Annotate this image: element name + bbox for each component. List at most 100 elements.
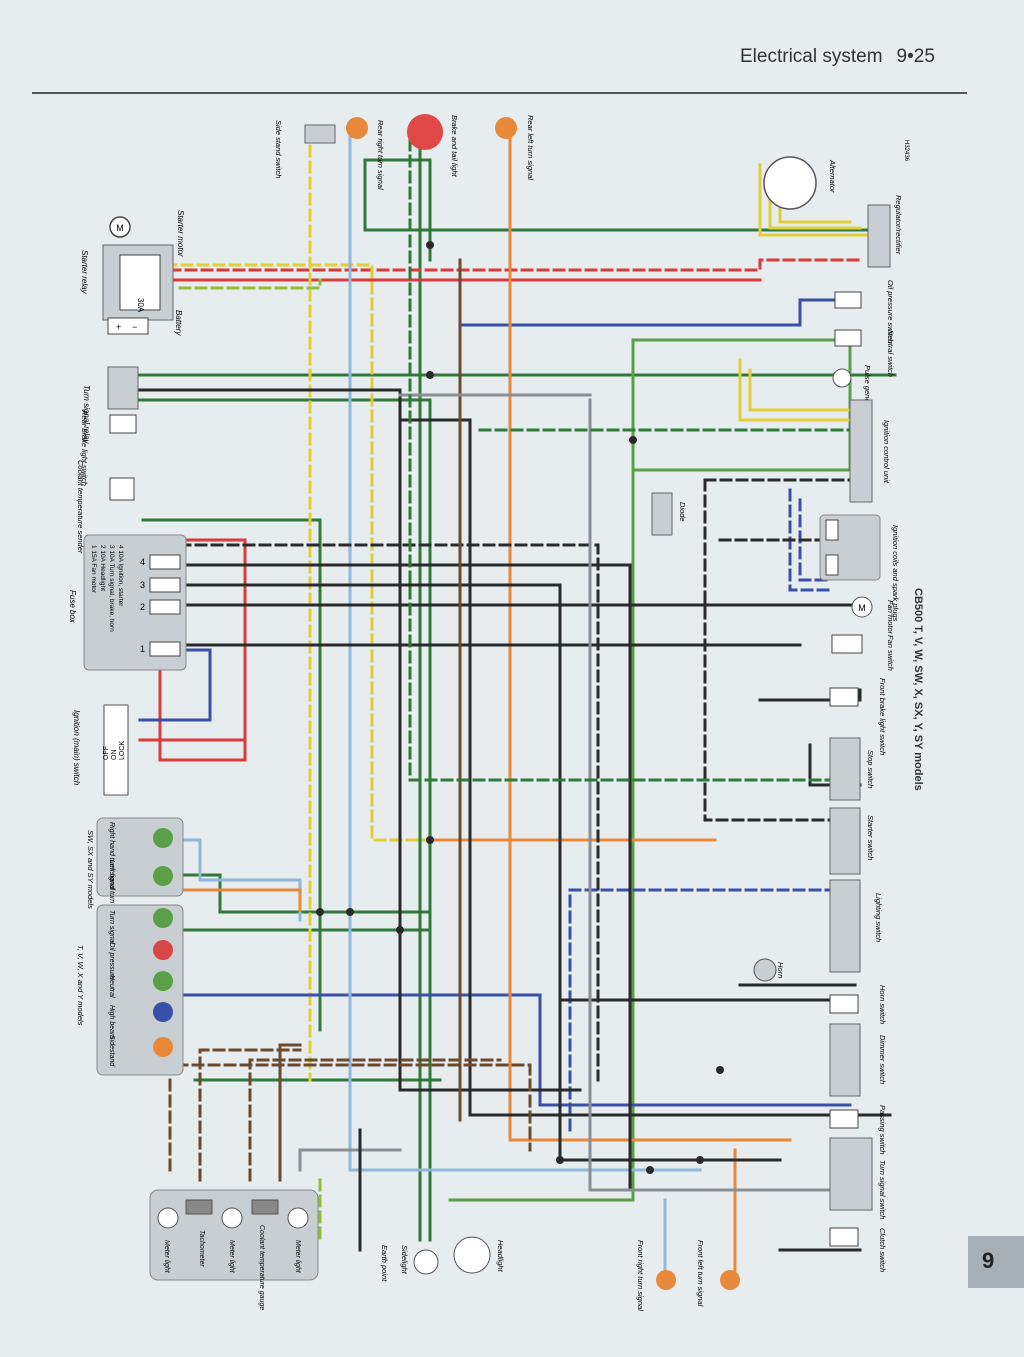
svg-text:Tachometer: Tachometer: [198, 1230, 205, 1267]
svg-text:2 10A Headlight: 2 10A Headlight: [99, 545, 106, 591]
junction-points: [316, 241, 724, 1174]
svg-text:Fan switch: Fan switch: [886, 635, 895, 671]
fan-switch: Fan switch: [831, 634, 895, 671]
instrument-cluster: Meter light Tachometer Meter light Coola…: [149, 1189, 319, 1310]
svg-text:LOCK: LOCK: [119, 741, 126, 760]
svg-text:Sidestand: Sidestand: [108, 1035, 115, 1067]
section-title: Electrical system: [740, 46, 883, 67]
diode: Diode: [651, 492, 687, 536]
svg-text:Ignition coils and spark plugs: Ignition coils and spark plugs: [891, 525, 900, 622]
wire-black-dash: [178, 478, 857, 1082]
svg-text:Front right turn signal: Front right turn signal: [636, 1240, 645, 1311]
wire-lightblue: [178, 128, 702, 1272]
wire-grey: [298, 393, 862, 1192]
svg-text:1 15A Fan motor: 1 15A Fan motor: [90, 545, 97, 594]
tvw-models-indicators: T, V, W, X and Y models Turn signal Oil …: [76, 904, 184, 1076]
svg-text:Starter motor: Starter motor: [176, 210, 185, 257]
svg-text:Passing switch: Passing switch: [878, 1105, 887, 1155]
svg-text:Meter light: Meter light: [228, 1240, 235, 1274]
handlebar-switches: Front brake light switch Stop switch Sta…: [753, 678, 887, 1272]
wire-greenyellow-dash: [408, 138, 852, 782]
svg-text:Stop switch: Stop switch: [866, 750, 875, 788]
page-number: 9•25: [896, 46, 935, 67]
svg-text:Right hand turn signal: Right hand turn signal: [108, 822, 115, 891]
diagram-title: CB500 T, V, W, SW, X, SX, Y, SY models: [912, 588, 924, 791]
svg-text:+: +: [116, 322, 121, 332]
wire-green-2: [138, 518, 442, 1082]
svg-text:Coolant temperature gauge: Coolant temperature gauge: [258, 1225, 265, 1310]
svg-text:M: M: [116, 223, 124, 233]
wire-blue-dash: [568, 488, 842, 1132]
svg-text:Meter light: Meter light: [163, 1240, 170, 1274]
wire-green-main: [138, 128, 897, 1242]
svg-text:Starter switch: Starter switch: [866, 815, 875, 860]
svg-text:H32436: H32436: [903, 140, 909, 162]
regulator-rectifier: Regulator/rectifier: [867, 195, 903, 268]
svg-text:High beam: High beam: [108, 1005, 115, 1039]
wire-alternator: [738, 163, 872, 422]
svg-text:3: 3: [140, 580, 145, 590]
ignition-coils: Ignition coils and spark plugs: [819, 514, 900, 622]
sw-models-indicators: SW, SX and SY models Right hand turn sig…: [86, 817, 184, 924]
svg-text:Lighting switch: Lighting switch: [874, 893, 883, 942]
svg-text:Earth point: Earth point: [380, 1245, 389, 1282]
starter-motor: M Starter motor: [109, 210, 185, 257]
svg-text:Diode: Diode: [678, 502, 687, 522]
svg-text:3 10A Turn signal, brake, ho: 3 10A Turn signal, brake, horn: [108, 545, 115, 632]
svg-text:Neutral: Neutral: [108, 975, 115, 998]
wire-brown: [168, 1048, 532, 1182]
svg-text:Ignition (main) switch: Ignition (main) switch: [72, 710, 81, 786]
svg-text:Brake and tail light: Brake and tail light: [450, 115, 459, 178]
svg-text:Turn signal switch: Turn signal switch: [878, 1160, 887, 1219]
svg-text:ON: ON: [111, 750, 118, 761]
svg-text:Sidelight: Sidelight: [400, 1245, 409, 1275]
svg-text:Starter relay: Starter relay: [80, 250, 89, 295]
wire-orange: [178, 128, 792, 1272]
wire-black-2: [558, 688, 862, 1252]
starter-relay: 30A Starter relay: [80, 244, 174, 321]
svg-text:Rear brake light switch: Rear brake light switch: [80, 410, 89, 486]
svg-text:Meter light: Meter light: [294, 1240, 301, 1274]
svg-text:Battery: Battery: [174, 310, 183, 336]
wire-red-1: [168, 258, 862, 272]
wire-brown-2: [278, 258, 462, 1182]
svg-text:30A: 30A: [136, 298, 145, 313]
svg-text:Fuse box: Fuse box: [68, 590, 77, 624]
coolant-sender: Coolant temperature sender: [76, 460, 135, 554]
svg-text:Rear right turn signal: Rear right turn signal: [376, 120, 385, 190]
svg-text:4 10A Ignition, starter: 4 10A Ignition, starter: [117, 545, 124, 607]
svg-text:OFF: OFF: [103, 746, 110, 760]
svg-text:Horn switch: Horn switch: [878, 985, 887, 1024]
svg-text:Clutch switch: Clutch switch: [878, 1228, 887, 1272]
svg-text:Front left turn signal: Front left turn signal: [696, 1240, 705, 1307]
front-lights: Sidelight Earth point Headlight Front ri…: [380, 1236, 740, 1311]
ignition-switch: OFF ON LOCK Ignition (main) switch: [72, 704, 129, 796]
svg-text:Fan motor: Fan motor: [886, 600, 895, 635]
fan-motor: M Fan motor: [851, 596, 895, 635]
svg-text:Pulse generator coil: Pulse generator coil: [863, 365, 872, 432]
svg-text:−: −: [132, 322, 137, 332]
wire-black-1: [138, 388, 892, 1192]
svg-text:T, V, W, X and Y models: T, V, W, X and Y models: [76, 945, 85, 1026]
svg-text:Rear left turn signal: Rear left turn signal: [526, 115, 535, 180]
svg-text:Oil pressure: Oil pressure: [108, 942, 115, 980]
svg-text:Left hand turn signal: Left hand turn signal: [108, 860, 115, 924]
svg-text:Ignition control unit: Ignition control unit: [882, 420, 891, 484]
rear-lights: Side stand switch Rear right turn signal…: [274, 114, 535, 190]
page-header: Electrical system 9•25: [740, 46, 935, 68]
pulse-generator: Pulse generator coil: [832, 365, 872, 432]
svg-text:Horn: Horn: [776, 962, 785, 978]
svg-text:Dimmer switch: Dimmer switch: [878, 1035, 887, 1084]
svg-text:1: 1: [140, 644, 145, 654]
svg-text:4: 4: [140, 557, 145, 567]
svg-text:2: 2: [140, 602, 145, 612]
turn-signal-relay: Turn signal relay: [82, 366, 139, 445]
svg-text:Coolant temperature sender: Coolant temperature sender: [76, 460, 85, 554]
svg-text:Headlight: Headlight: [496, 1240, 505, 1273]
fuse-box: Fuse box 1 15A Fan motor 2 10A Headlight…: [68, 534, 187, 671]
svg-text:Neutral switch: Neutral switch: [886, 330, 895, 377]
ignition-control-unit: Ignition control unit: [849, 399, 891, 503]
battery: + − Battery: [107, 310, 183, 336]
svg-text:Side stand switch: Side stand switch: [274, 120, 283, 178]
